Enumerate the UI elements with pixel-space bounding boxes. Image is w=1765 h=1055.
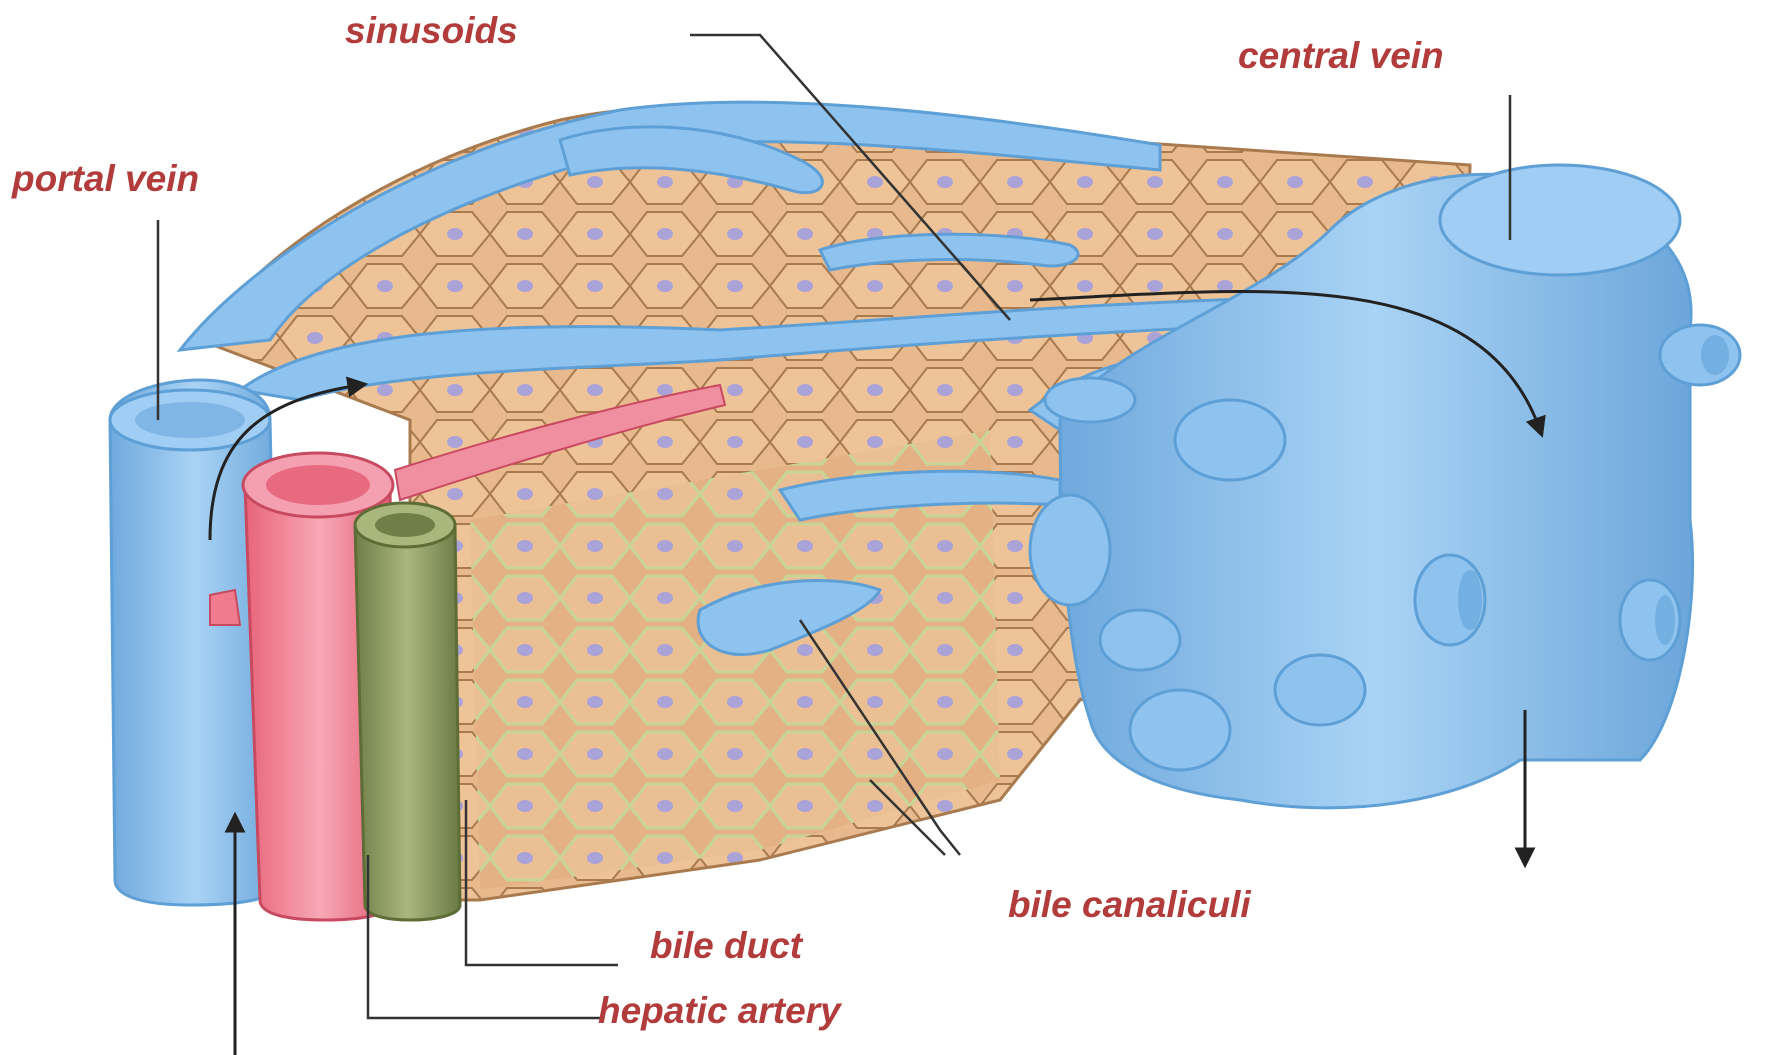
label-bile-duct: bile duct <box>650 925 802 967</box>
label-hepatic-artery: hepatic artery <box>598 990 841 1032</box>
label-central-vein: central vein <box>1238 35 1444 77</box>
label-bile-canaliculi: bile canaliculi <box>1008 884 1251 926</box>
bile-duct-shape <box>355 503 460 920</box>
label-sinusoids: sinusoids <box>345 10 518 52</box>
label-portal-vein: portal vein <box>12 158 199 200</box>
